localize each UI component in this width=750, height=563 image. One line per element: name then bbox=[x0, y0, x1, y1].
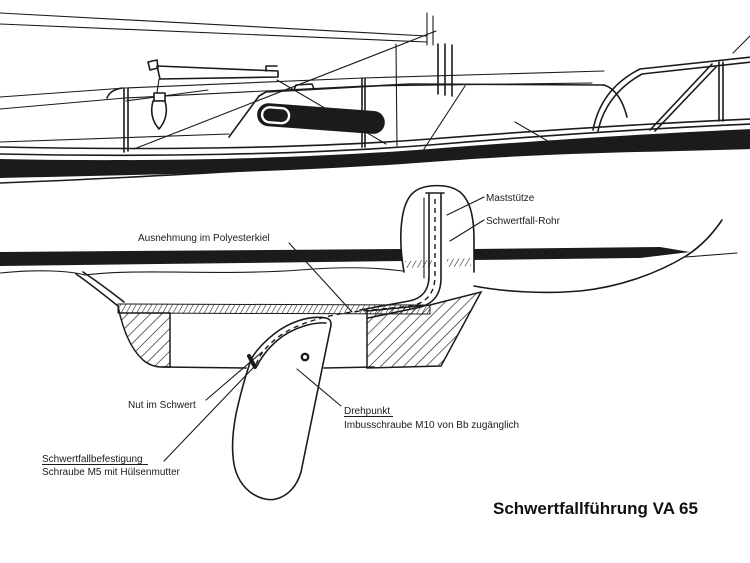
cabin-window bbox=[257, 103, 385, 134]
stern-pushpit bbox=[592, 56, 750, 132]
blade-groove-inner-wall bbox=[256, 322, 327, 367]
sheer-line bbox=[0, 118, 750, 150]
keel-bottom-right bbox=[323, 366, 375, 369]
pushpit-rail-outer bbox=[592, 56, 750, 131]
boom-support-link bbox=[156, 78, 160, 94]
pulpit-hook bbox=[106, 87, 123, 99]
bow-pulpit bbox=[106, 87, 209, 153]
label-halyard-tube: Schwertfall-Rohr bbox=[486, 216, 561, 227]
lifeline-upper bbox=[0, 70, 605, 98]
cabin-window-trim bbox=[260, 106, 291, 125]
rig-line-upper bbox=[0, 12, 428, 37]
pushpit-diagonal-leg-2 bbox=[654, 66, 717, 132]
leader-pivot bbox=[296, 368, 342, 407]
boom bbox=[147, 59, 279, 94]
pushpit-diagonal-leg-1 bbox=[649, 63, 713, 131]
dome-base-hatch-right bbox=[447, 258, 471, 267]
tube-wall-inner bbox=[367, 193, 442, 319]
label-groove: Nut im Schwert bbox=[128, 400, 196, 411]
centerboard-blade bbox=[231, 316, 332, 501]
hull-stripe bbox=[0, 129, 750, 178]
keel-detail-drawing bbox=[0, 184, 738, 501]
keel-front-block-hatched bbox=[117, 305, 171, 368]
diagram-title: Schwertfallführung VA 65 bbox=[493, 499, 698, 518]
boom-end-fitting bbox=[147, 59, 159, 71]
backstay-tick bbox=[732, 35, 750, 54]
halyard-line bbox=[395, 43, 398, 147]
label-fastening-detail: Schraube M5 mit Hülsenmutter bbox=[42, 467, 181, 478]
cabin-window-glass bbox=[257, 103, 385, 134]
cabin-top-line bbox=[258, 83, 605, 97]
label-fastening-heading: Schwertfallbefestigung bbox=[42, 454, 143, 465]
halyard-tube bbox=[255, 192, 445, 366]
mast-support-dome bbox=[400, 184, 475, 273]
rig-line-lower bbox=[0, 23, 428, 43]
hull-bottom-line bbox=[0, 156, 471, 184]
light-base bbox=[153, 92, 166, 102]
halyard-fastening-screw bbox=[247, 354, 257, 369]
waterline-tail bbox=[685, 252, 738, 258]
leader-fastening bbox=[163, 367, 254, 462]
keel-leading-edge-inner bbox=[82, 271, 125, 303]
pivot-bolt bbox=[300, 352, 310, 362]
label-pivot-detail: Imbusschraube M10 von Bb zugänglich bbox=[344, 420, 519, 431]
detail-stripe-right bbox=[473, 247, 690, 260]
annotations: Maststütze Schwertfall-Rohr Ausnehmung i… bbox=[42, 193, 561, 478]
cabin-front-edge bbox=[228, 95, 260, 138]
leader-mast-support bbox=[446, 196, 485, 216]
pulpit-brace bbox=[125, 89, 209, 102]
leader-halyard-tube bbox=[449, 219, 485, 242]
light-bulb bbox=[150, 100, 168, 130]
leader-keel-recess bbox=[288, 242, 353, 313]
detail-stripe-left bbox=[0, 249, 403, 266]
boat-profile-drawing bbox=[0, 12, 750, 184]
leader-groove bbox=[205, 351, 263, 401]
dome-base-hatch-left bbox=[405, 260, 433, 268]
pushpit-rail-inner bbox=[597, 61, 750, 132]
coaming-end-curve bbox=[603, 84, 628, 118]
label-pivot-heading: Drehpunkt bbox=[344, 406, 390, 417]
hull-aft-curve bbox=[473, 219, 723, 294]
keel-top-wavy-line bbox=[0, 267, 404, 276]
steaming-light bbox=[150, 92, 168, 130]
mast-stub bbox=[437, 43, 453, 97]
blade-outline bbox=[231, 316, 332, 501]
foredeck-line bbox=[0, 133, 230, 143]
keel-bottom-left bbox=[161, 366, 247, 369]
boom-step bbox=[265, 65, 278, 72]
label-mast-support: Maststütze bbox=[486, 193, 535, 204]
rubbing-strake-line bbox=[0, 123, 750, 157]
halyard-rope-dashed bbox=[255, 199, 436, 366]
label-keel-recess: Ausnehmung im Polyesterkiel bbox=[138, 233, 270, 244]
cabin-top-vent bbox=[293, 83, 315, 91]
cabin bbox=[228, 83, 628, 138]
tube-wall-outer bbox=[359, 193, 430, 311]
keel-leading-edge-outer bbox=[75, 273, 119, 307]
boom-spar bbox=[156, 65, 279, 80]
keel-aft-block-hatched bbox=[366, 290, 483, 369]
